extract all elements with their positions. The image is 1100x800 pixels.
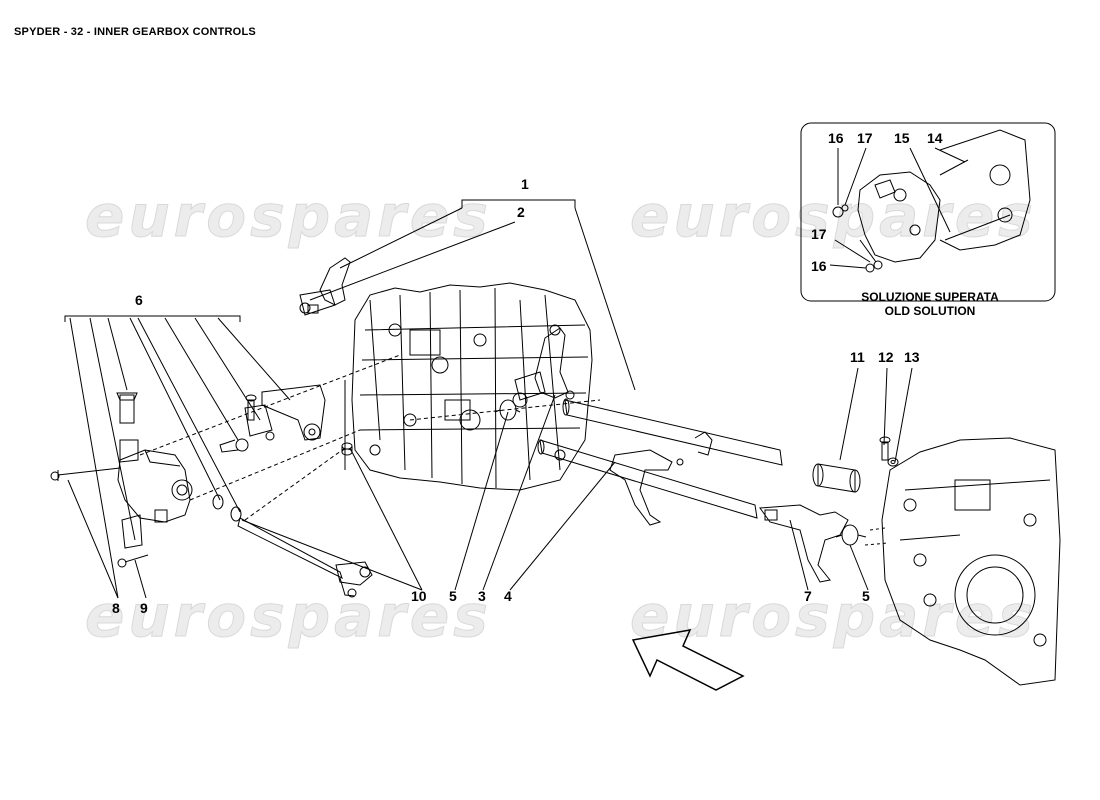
callout-2: 2 [517,204,525,220]
bracket-1 [339,199,636,391]
shift-fork-7 [759,504,849,583]
inset-callout-16-bottom: 16 [811,258,827,274]
callout-8: 8 [112,600,120,616]
bolt-12 [879,436,891,461]
shift-rail-lower [537,439,758,519]
callout-10: 10 [411,588,427,604]
shift-fork-4 [609,449,684,526]
bush-5b [835,524,867,546]
inset-callout-15: 15 [894,130,910,146]
callout-4: 4 [504,588,512,604]
callout-5-left: 5 [449,588,457,604]
watermark-top-left: eurospares [85,182,492,251]
watermark-bottom-left: eurospares [85,582,492,651]
shift-fork-3 [514,327,575,401]
leader-2 [309,221,516,301]
bell-housing [864,437,1061,686]
watermark-bottom-right: eurospares [630,582,1037,651]
callout-13: 13 [904,349,920,365]
callout-3: 3 [478,588,486,604]
inset-caption-it: SOLUZIONE SUPERATA [861,290,999,304]
bracket-6 [64,315,291,599]
bush-5a [494,399,521,421]
sleeve-11 [812,463,861,493]
shift-fork-2 [299,257,351,316]
washers-seals [212,494,242,522]
callout-11: 11 [850,349,865,365]
inset-caption-en: OLD SOLUTION [884,304,976,318]
callout-1: 1 [521,176,529,192]
selector-lever [219,384,326,453]
inset-callout-16-top: 16 [828,130,844,146]
callout-9: 9 [140,600,148,616]
direction-arrow [631,629,745,691]
callout-5-right: 5 [862,588,870,604]
bolt-8 [50,467,121,481]
callout-7: 7 [804,588,812,604]
bolt-9 [117,554,149,568]
page-title: SPYDER - 32 - INNER GEARBOX CONTROLS [14,26,256,38]
selector-module [116,392,193,549]
selector-shaft [237,517,373,598]
inset-callout-17-top: 17 [857,130,873,146]
inset-old-solution [800,122,1056,302]
inset-callout-14: 14 [927,130,943,146]
gearbox-housing [351,282,593,491]
shift-rail-upper [562,398,783,466]
dowel-10 [341,442,353,456]
watermark-top-right: eurospares [630,182,1037,251]
callout-12: 12 [878,349,894,365]
inset-callout-17-bottom: 17 [811,226,827,242]
washer-13 [887,457,899,467]
callout-6: 6 [135,292,143,308]
